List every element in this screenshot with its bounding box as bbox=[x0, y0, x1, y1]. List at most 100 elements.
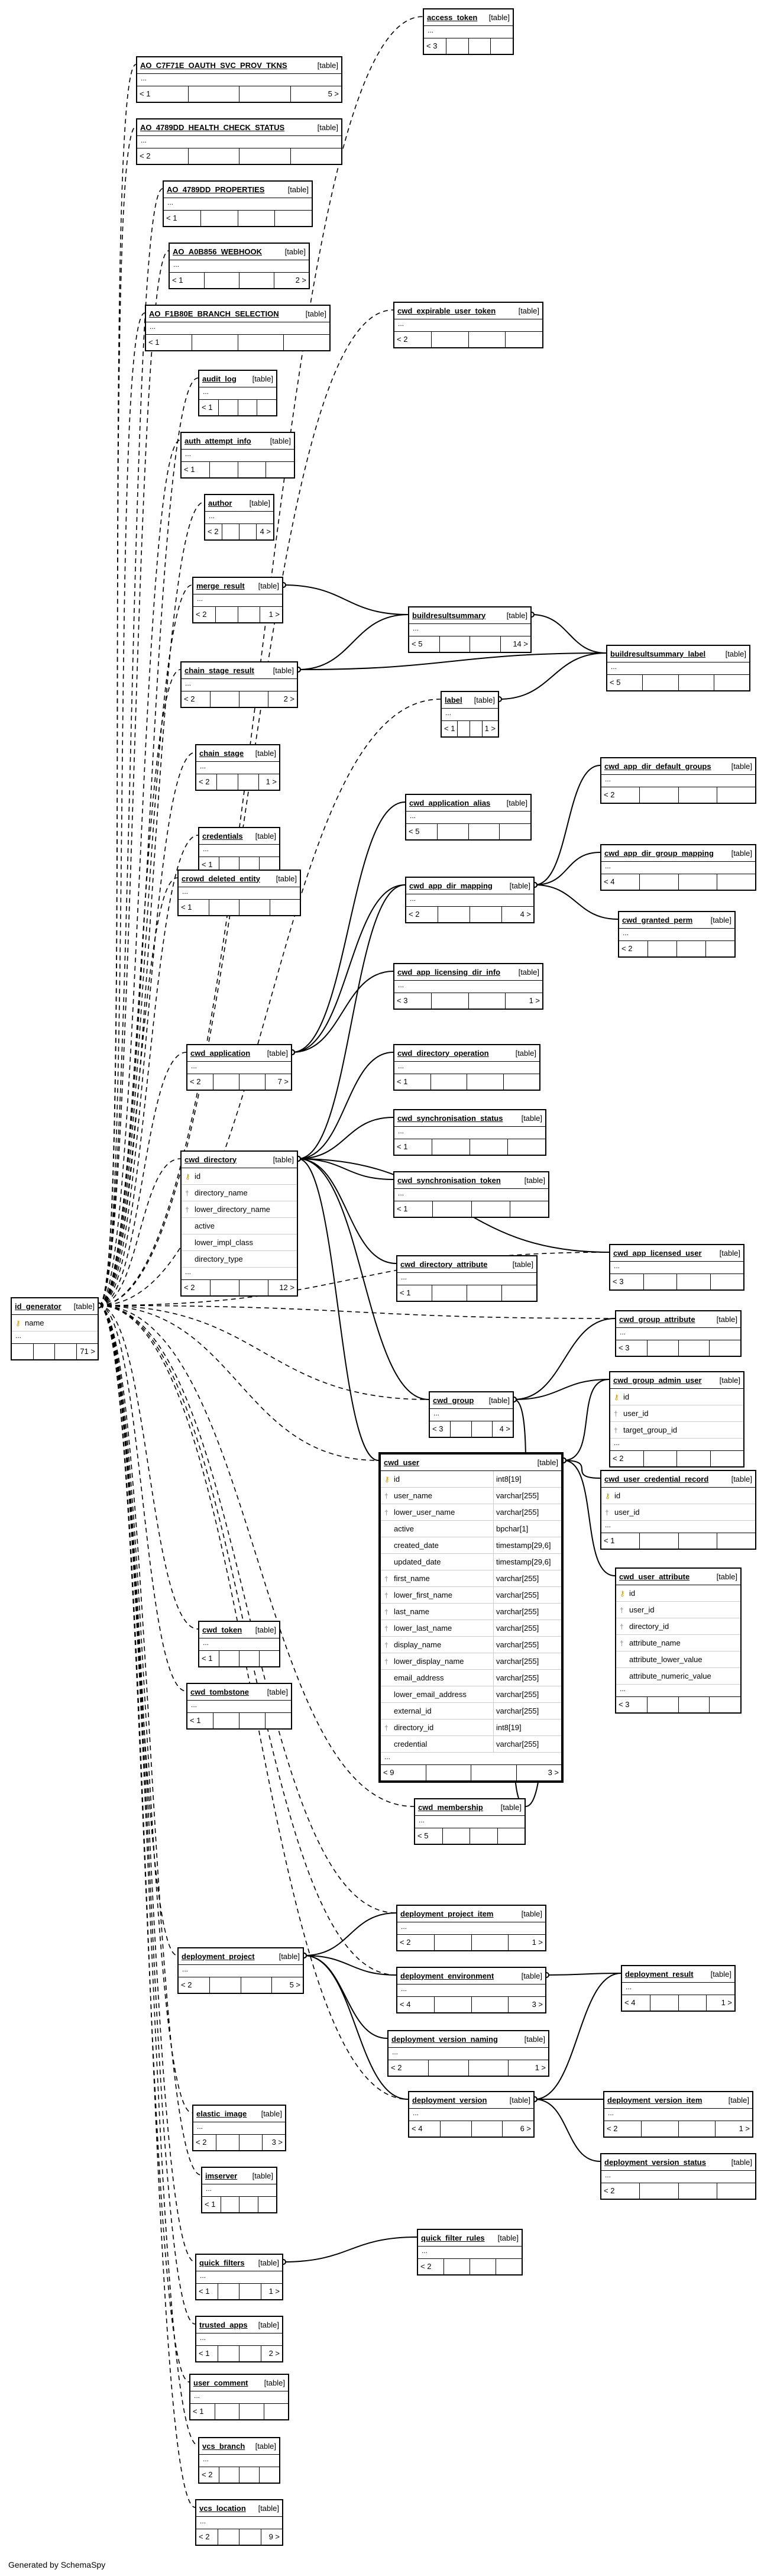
table-vcs_branch[interactable]: vcs_branch[table]...< 2 bbox=[198, 2437, 280, 2484]
table-access_token[interactable]: access_token[table]...< 3 bbox=[423, 8, 514, 55]
table-name[interactable]: chain_stage_result bbox=[184, 665, 254, 675]
table-name[interactable]: AO_A0B856_WEBHOOK bbox=[173, 247, 262, 256]
table-name[interactable]: cwd_app_dir_mapping bbox=[409, 881, 493, 890]
table-cwd_directory[interactable]: cwd_directory[table]⚷id†directory_name†l… bbox=[180, 1150, 298, 1297]
table-ao_478_hc[interactable]: AO_4789DD_HEALTH_CHECK_STATUS[table]...<… bbox=[136, 118, 342, 165]
table-cwd_app_lic_user[interactable]: cwd_app_licensed_user[table]...< 3 bbox=[609, 1244, 744, 1291]
table-credentials[interactable]: credentials[table]...< 1 bbox=[198, 827, 280, 874]
table-name[interactable]: cwd_group bbox=[433, 1395, 474, 1405]
table-brs_label[interactable]: buildresultsummary_label[table]...< 5 bbox=[606, 645, 750, 691]
table-name[interactable]: cwd_synchronisation_token bbox=[397, 1175, 501, 1185]
table-name[interactable]: deployment_result bbox=[625, 1969, 694, 1979]
table-cwd_user_attr[interactable]: cwd_user_attribute[table]⚷id†user_id†dir… bbox=[615, 1567, 742, 1714]
table-name[interactable]: deployment_version_status bbox=[604, 2157, 706, 2167]
table-name[interactable]: cwd_group_attribute bbox=[619, 1314, 695, 1324]
table-name[interactable]: cwd_synchronisation_status bbox=[397, 1113, 503, 1123]
table-cwd_app_dir_group_mapping[interactable]: cwd_app_dir_group_mapping[table]...< 4 bbox=[600, 844, 756, 891]
table-name[interactable]: chain_stage bbox=[199, 748, 244, 758]
table-name[interactable]: deployment_project_item bbox=[400, 1909, 494, 1918]
table-cwd_sync_token[interactable]: cwd_synchronisation_token[table]...< 1 bbox=[393, 1171, 549, 1218]
table-name[interactable]: AO_4789DD_HEALTH_CHECK_STATUS bbox=[140, 122, 285, 132]
table-name[interactable]: auth_attempt_info bbox=[184, 436, 251, 445]
table-name[interactable]: deployment_version bbox=[412, 2095, 487, 2105]
table-cwd_exp[interactable]: cwd_expirable_user_token[table]...< 2 bbox=[393, 302, 543, 348]
table-name[interactable]: merge_result bbox=[196, 581, 245, 590]
table-name[interactable]: user_comment bbox=[193, 2378, 248, 2387]
table-ao_478_prop[interactable]: AO_4789DD_PROPERTIES[table]...< 1 bbox=[163, 180, 313, 227]
table-cwd_group_admin_user[interactable]: cwd_group_admin_user[table]⚷id†user_id†t… bbox=[609, 1371, 744, 1468]
table-name[interactable]: cwd_user bbox=[384, 1457, 419, 1467]
table-name[interactable]: buildresultsummary_label bbox=[610, 649, 706, 658]
table-name[interactable]: cwd_app_dir_group_mapping bbox=[604, 848, 714, 858]
table-name[interactable]: imserver bbox=[205, 2171, 238, 2180]
table-name[interactable]: elastic_image bbox=[196, 2109, 247, 2118]
table-name[interactable]: deployment_environment bbox=[400, 1971, 494, 1980]
table-ao_f1b[interactable]: AO_F1B80E_BRANCH_SELECTION[table]...< 1 bbox=[145, 305, 331, 351]
table-name[interactable]: author bbox=[208, 498, 232, 508]
table-name[interactable]: access_token bbox=[427, 12, 478, 22]
table-name[interactable]: cwd_token bbox=[202, 1625, 242, 1634]
table-name[interactable]: cwd_application_alias bbox=[409, 798, 491, 807]
table-id_generator[interactable]: id_generator[table]⚷name...71 > bbox=[11, 1297, 99, 1360]
table-name[interactable]: AO_4789DD_PROPERTIES bbox=[167, 185, 265, 194]
table-name[interactable]: quick_filters bbox=[199, 2258, 245, 2267]
table-cwd_token[interactable]: cwd_token[table]...< 1 bbox=[198, 1621, 280, 1667]
table-name[interactable]: AO_F1B80E_BRANCH_SELECTION bbox=[149, 309, 279, 318]
table-quick_filter_rules[interactable]: quick_filter_rules[table]...< 2 bbox=[417, 2229, 523, 2276]
table-name[interactable]: buildresultsummary bbox=[412, 610, 486, 620]
table-name[interactable]: trusted_apps bbox=[199, 2320, 248, 2329]
table-cwd_sync_status[interactable]: cwd_synchronisation_status[table]...< 1 bbox=[393, 1109, 546, 1156]
table-name[interactable]: cwd_group_admin_user bbox=[613, 1375, 702, 1385]
table-deploy_ver_status[interactable]: deployment_version_status[table]...< 2 bbox=[600, 2153, 756, 2200]
table-auth_attempt[interactable]: auth_attempt_info[table]...< 1 bbox=[180, 432, 295, 479]
table-cwd_dir_op[interactable]: cwd_directory_operation[table]...< 1 bbox=[393, 1044, 540, 1091]
table-name[interactable]: cwd_membership bbox=[418, 1802, 483, 1812]
table-name[interactable]: vcs_location bbox=[199, 2503, 246, 2513]
table-name[interactable]: cwd_directory_attribute bbox=[400, 1259, 488, 1269]
table-name[interactable]: deployment_project bbox=[182, 1951, 255, 1961]
table-cwd_group_attr[interactable]: cwd_group_attribute[table]...< 3 bbox=[615, 1310, 742, 1357]
table-cwd_app_dir_def_groups[interactable]: cwd_app_dir_default_groups[table]...< 2 bbox=[600, 757, 756, 804]
table-name[interactable]: cwd_user_credential_record bbox=[604, 1474, 709, 1483]
table-cwd_tombstone[interactable]: cwd_tombstone[table]...< 1 bbox=[186, 1683, 292, 1730]
table-name[interactable]: cwd_application bbox=[190, 1048, 251, 1058]
table-name[interactable]: cwd_tombstone bbox=[190, 1687, 249, 1696]
table-name[interactable]: cwd_directory bbox=[184, 1155, 237, 1164]
table-name[interactable]: cwd_granted_perm bbox=[622, 915, 693, 925]
table-name[interactable]: quick_filter_rules bbox=[421, 2233, 485, 2242]
table-name[interactable]: audit_log bbox=[202, 374, 237, 383]
table-name[interactable]: credentials bbox=[202, 831, 243, 841]
table-audit_log[interactable]: audit_log[table]...< 1 bbox=[198, 370, 277, 416]
table-cwd_app_alias[interactable]: cwd_application_alias[table]...< 5 bbox=[405, 794, 532, 841]
table-cwd_membership[interactable]: cwd_membership[table]...< 5 bbox=[414, 1798, 526, 1845]
table-name[interactable]: label bbox=[445, 695, 462, 704]
table-cwd_user_cred[interactable]: cwd_user_credential_record[table]⚷id†use… bbox=[600, 1470, 756, 1550]
table-cwd_dir_attr[interactable]: cwd_directory_attribute[table]...< 1 bbox=[396, 1255, 538, 1302]
table-name[interactable]: vcs_branch bbox=[202, 2441, 245, 2451]
table-name[interactable]: deployment_version_item bbox=[607, 2095, 703, 2105]
table-name[interactable]: AO_C7F71E_OAUTH_SVC_PROV_TKNS bbox=[140, 60, 287, 70]
